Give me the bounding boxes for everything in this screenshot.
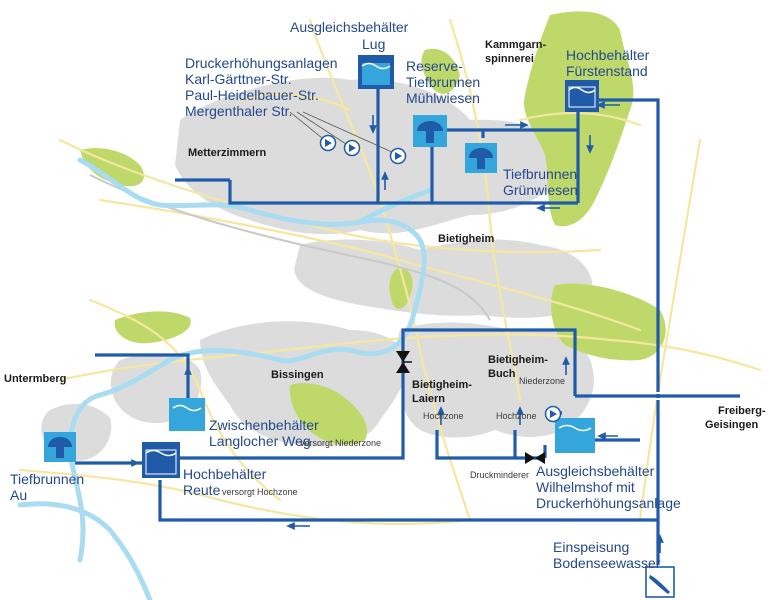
leader-lines [289, 111, 393, 153]
label-reserve-3: Mühlwiesen [406, 90, 480, 106]
label-druckerhoehung-2: Karl-Gärttner-Str. [185, 71, 292, 87]
label-reute-2: Reute [183, 482, 221, 498]
label-ausgleich-lug-2: Lug [362, 36, 386, 52]
pump-icon [544, 405, 562, 423]
tank-icon [358, 55, 394, 89]
label-wilhelmshof-3: Druckerhöhungsanlage [536, 495, 681, 511]
label-zwischenbehaelter-1: Zwischenbehälter [209, 417, 319, 433]
label-versorgt-niederzone: versorgt Niederzone [300, 438, 382, 448]
label-freiberg-2: Geisingen [705, 419, 759, 431]
label-reute-1: Hochbehälter [183, 466, 267, 482]
pressure-reducer-icon [525, 452, 545, 464]
lake-icon [645, 566, 675, 598]
label-metterzimmern: Metterzimmern [188, 147, 267, 159]
label-zwischenbehaelter-2: Langlocher Weg [209, 433, 311, 449]
label-druckerhoehung-4: Mergenthaler Str. [185, 103, 293, 119]
crossing-marker [652, 392, 664, 400]
tank-icon [142, 442, 180, 478]
label-reserve-1: Reserve- [406, 58, 463, 74]
label-ausgleich-lug-1: Ausgleichsbehälter [290, 19, 409, 35]
label-kammgarn-2: spinnerei [485, 53, 534, 65]
pump-icon [389, 147, 407, 165]
label-freiberg-1: Freiberg- [718, 405, 766, 417]
label-einspeisung-2: Bodenseewasser [553, 555, 661, 571]
label-kammgarn-1: Kammgarn- [485, 39, 547, 51]
label-hochzone-laiern: Hochzone [423, 411, 464, 421]
tank-icon [565, 80, 599, 112]
label-untermberg: Untermberg [4, 373, 67, 385]
valve-icon [396, 351, 412, 373]
tank-icon [169, 398, 205, 431]
label-reserve-2: Tiefbrunnen [406, 74, 481, 90]
flow-arrows [118, 101, 664, 553]
label-druckerhoehung-3: Paul-Heidelbauer-Str. [185, 87, 319, 103]
label-laiern-2: Laiern [412, 393, 446, 405]
label-niederzone-buch: Niederzone [519, 376, 566, 386]
label-bissingen: Bissingen [271, 369, 324, 381]
label-gruenwiesen-2: Grünwiesen [503, 182, 578, 198]
label-fuerstenstand-2: Fürstenstand [566, 63, 648, 79]
well-icon [413, 115, 447, 147]
label-wilhelmshof-1: Ausgleichsbehälter [536, 463, 655, 479]
label-au-1: Tiefbrunnen [10, 471, 85, 487]
pump-icon [319, 134, 337, 152]
label-fuerstenstand-1: Hochbehälter [566, 47, 650, 63]
label-wilhelmshof-2: Wilhelmshof mit [536, 479, 635, 495]
label-hochzone-buch: Hochzone [496, 411, 537, 421]
well-icon [44, 432, 76, 462]
river-enz [17, 157, 433, 600]
label-gruenwiesen-1: Tiefbrunnen [503, 166, 578, 182]
well-icon [465, 143, 497, 173]
label-druckminderer: Druckminderer [470, 470, 530, 480]
label-buch-1: Bietigheim- [488, 354, 548, 366]
label-druckerhoehung-1: Druckerhöhungsanlagen [185, 55, 338, 71]
label-buch-2: Buch [488, 368, 516, 380]
label-au-2: Au [10, 487, 28, 503]
label-laiern-1: Bietigheim- [412, 379, 472, 391]
label-bietigheim: Bietigheim [438, 233, 495, 245]
tank-icon [555, 418, 595, 453]
label-einspeisung-1: Einspeisung [553, 539, 630, 555]
pump-icon [343, 139, 361, 157]
label-versorgt-hochzone: versorgt Hochzone [222, 487, 298, 497]
pipe-network [75, 85, 740, 565]
